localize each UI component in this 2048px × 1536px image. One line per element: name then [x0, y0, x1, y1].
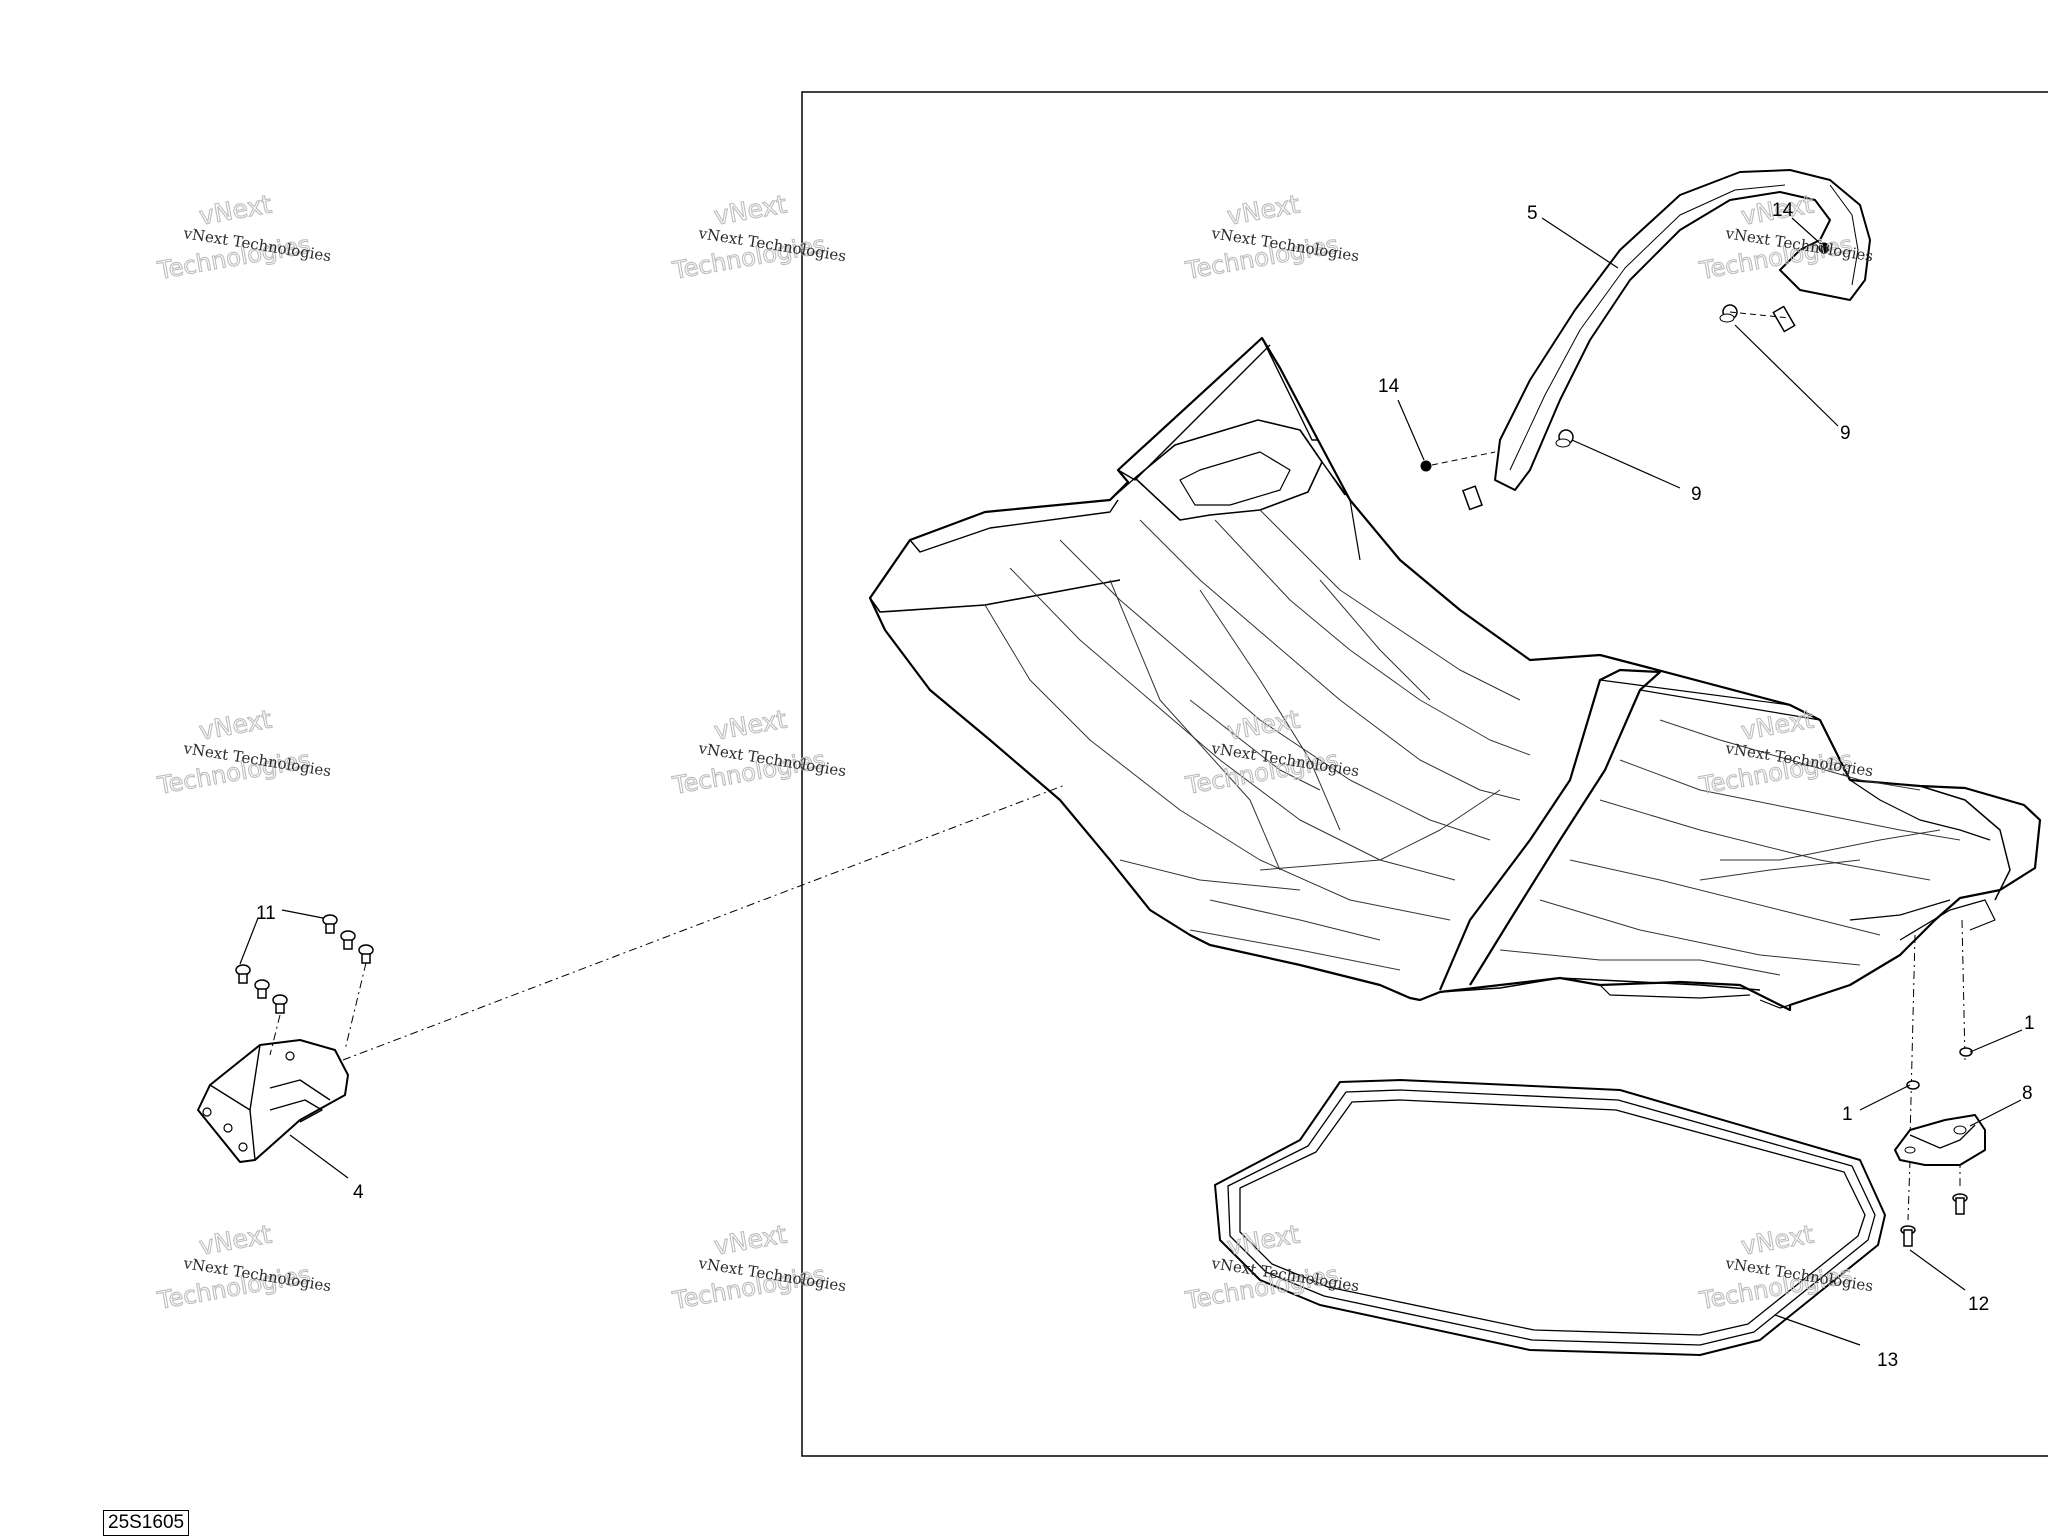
callout-13: 13: [1877, 1350, 1898, 1371]
handle-hardware: [1420, 242, 1830, 511]
seat-bracket-part: [197, 1039, 349, 1163]
seat-assembly: [868, 336, 2042, 1012]
callout-1-left: 1: [1842, 1104, 1853, 1125]
callout-8: 8: [2022, 1083, 2033, 1104]
watermark-text: vNext: [712, 189, 789, 230]
callout-1-right: 1: [2024, 1013, 2035, 1034]
watermark-text: vNext: [712, 704, 789, 745]
callout-9-lower: 9: [1691, 484, 1702, 505]
watermark-text: vNext: [197, 704, 274, 745]
callout-14-upper: 14: [1772, 200, 1794, 221]
callout-4: 4: [353, 1182, 364, 1203]
seat-latch-part: [1894, 1114, 1986, 1166]
callout-11: 11: [256, 903, 276, 924]
diagram-reference-code: 25S1605: [103, 1510, 190, 1536]
latch-hardware: [1900, 1047, 1973, 1247]
watermark-text: vNext: [197, 189, 274, 230]
callout-5: 5: [1527, 203, 1538, 224]
bracket-fasteners: [235, 914, 374, 1014]
callout-9-upper: 9: [1840, 423, 1851, 444]
callout-12: 12: [1968, 1294, 1989, 1315]
callout-labels: 5 14 14 9 9 11 4 1 1 8 12 13: [256, 200, 2035, 1371]
seat-seal-part: [1214, 1079, 1886, 1356]
watermark-text: vNext: [1225, 1219, 1302, 1260]
watermark-text: vNext: [1739, 1219, 1816, 1260]
assembly-frame: [801, 91, 2048, 1457]
grab-handle-part: [1494, 169, 1871, 491]
watermark-text: vNext: [712, 1219, 789, 1260]
callout-14-lower: 14: [1378, 376, 1400, 397]
watermark-text: vNext: [1225, 189, 1302, 230]
watermark-text: vNext: [197, 1219, 274, 1260]
leader-lines: [239, 217, 2023, 1346]
